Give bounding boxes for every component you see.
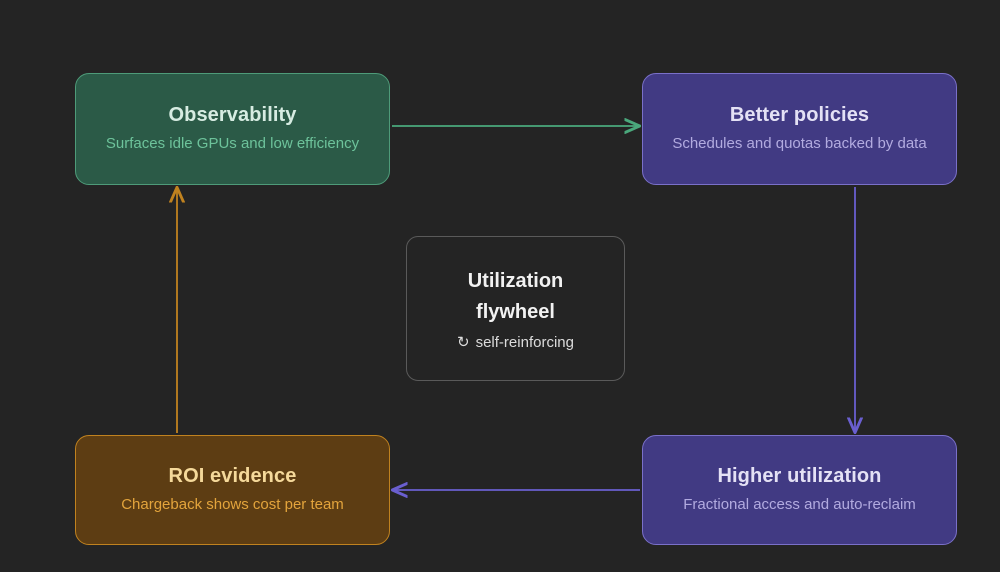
node-higher-utilization-subtitle: Fractional access and auto-reclaim [683,496,916,514]
node-roi-evidence-title: ROI evidence [168,465,297,488]
node-higher-utilization-title: Higher utilization [717,465,882,488]
node-roi-evidence[interactable]: ROI evidence Chargeback shows cost per t… [75,435,390,545]
node-observability-subtitle: Surfaces idle GPUs and low efficiency [105,135,360,153]
node-roi-evidence-subtitle: Chargeback shows cost per team [121,496,344,514]
node-better-policies-title: Better policies [729,104,870,127]
node-better-policies[interactable]: Better policies Schedules and quotas bac… [642,73,957,185]
node-higher-utilization[interactable]: Higher utilization Fractional access and… [642,435,957,545]
node-better-policies-subtitle: Schedules and quotas backed by data [672,135,927,153]
cycle-icon: ↻ [457,334,470,351]
hub-subtitle-label: self-reinforcing [475,334,574,351]
node-utilization-flywheel-hub[interactable]: Utilization flywheel ↻ self-reinforcing [406,236,625,381]
hub-title: Utilization flywheel [467,270,564,323]
hub-subtitle-row: ↻ self-reinforcing [457,334,574,351]
node-observability[interactable]: Observability Surfaces idle GPUs and low… [75,73,390,185]
node-observability-title: Observability [168,104,297,127]
